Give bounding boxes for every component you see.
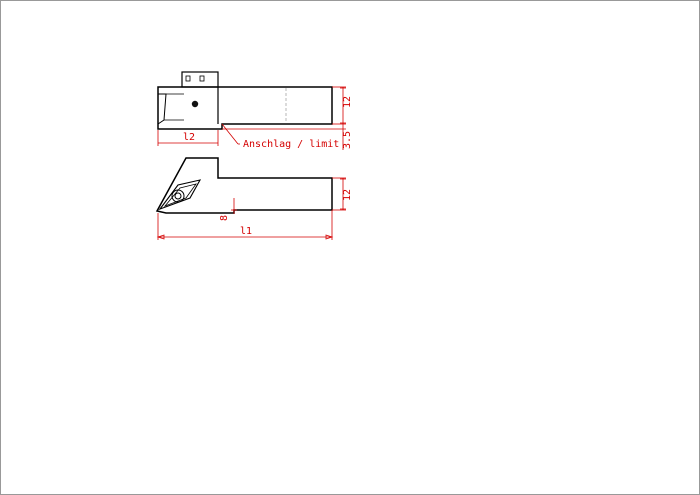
- clamp-screw-left: [185, 75, 191, 82]
- side-view-dimensions: [157, 86, 346, 150]
- holder-top-outline: [155, 157, 333, 214]
- top-view: [155, 157, 333, 214]
- insert-screw: [171, 189, 185, 203]
- dim-insert-angle: 8: [219, 215, 230, 221]
- insert-profile: [157, 93, 167, 125]
- dim-l2: l2: [183, 132, 195, 143]
- dim-height-lower: 12: [342, 189, 353, 201]
- dim-l1: l1: [240, 226, 252, 237]
- clamp-screw-right: [199, 75, 205, 82]
- insert-screw-center: [174, 192, 182, 200]
- dim-offset: 3.5: [342, 131, 353, 149]
- limit-leader: [221, 123, 239, 145]
- limit-annotation: Anschlag / limit: [243, 139, 339, 150]
- top-view-dimensions: [156, 177, 346, 240]
- insert-diamond-inner: [163, 183, 197, 207]
- screw-hole: [191, 100, 199, 108]
- dim-height-upper: 12: [342, 96, 353, 108]
- holder-outline: [157, 86, 333, 130]
